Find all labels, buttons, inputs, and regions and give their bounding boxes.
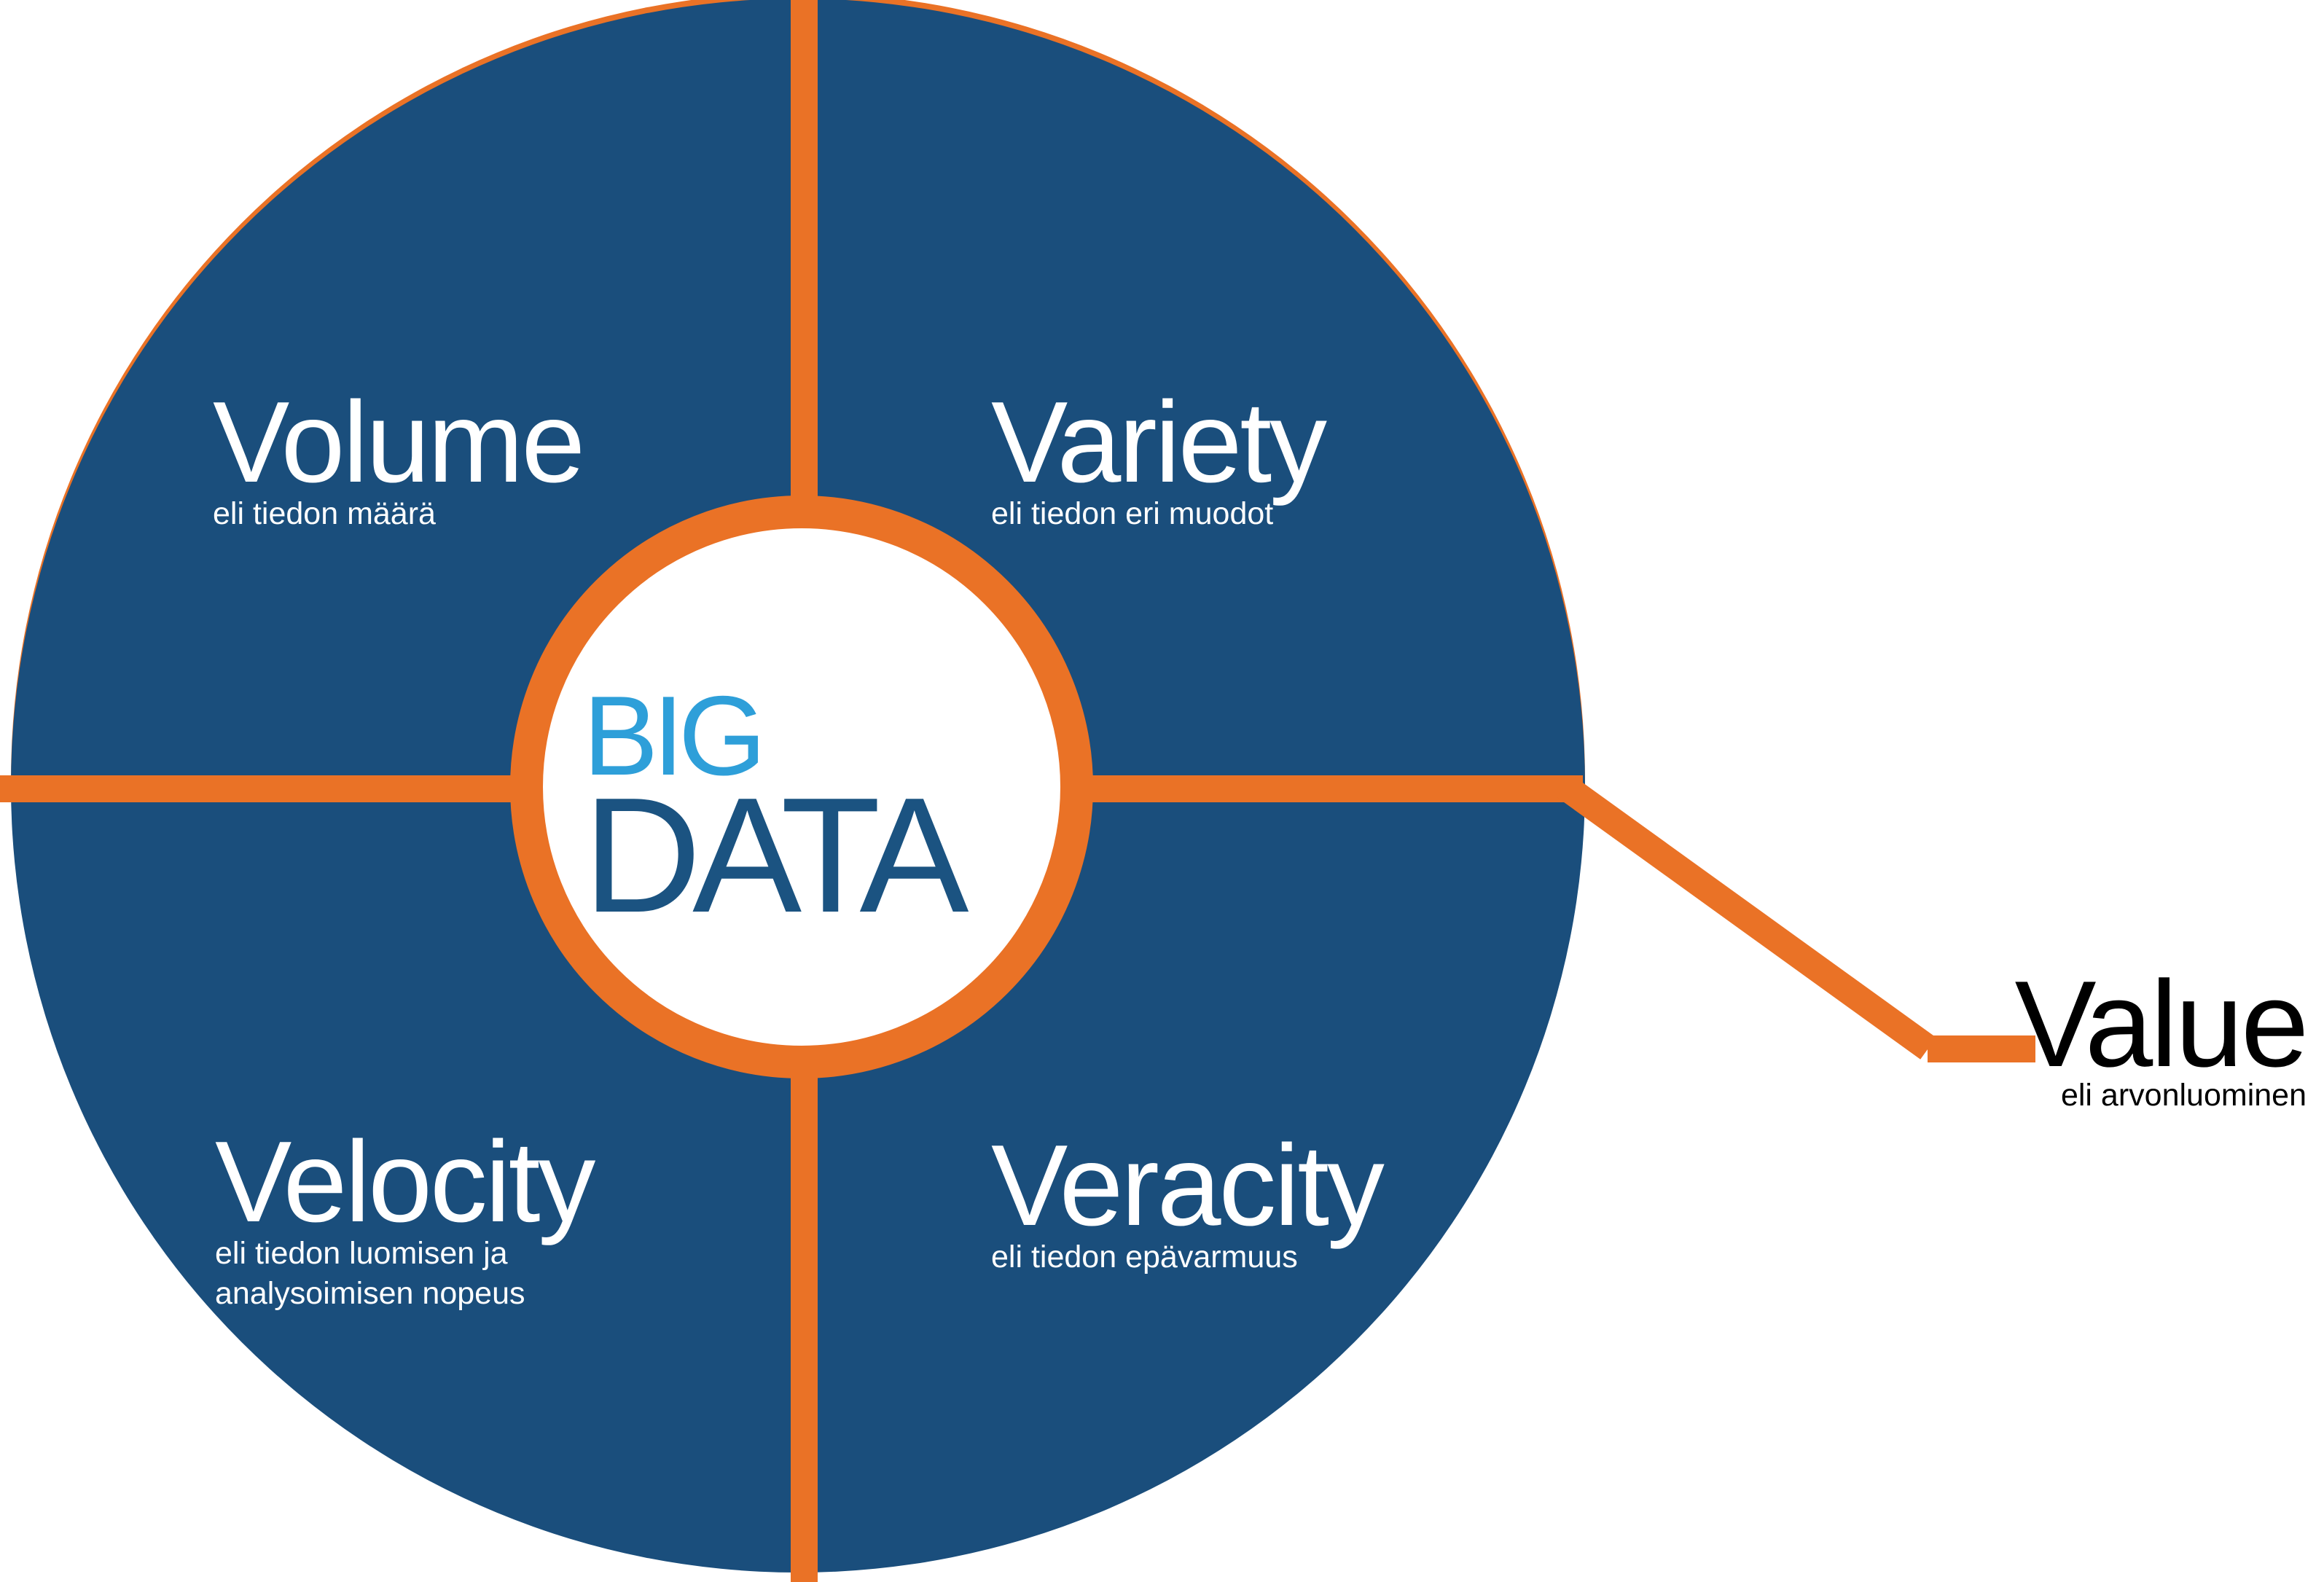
- quadrant-velocity: Velocity eli tiedon luomisen ja analysoi…: [215, 1118, 595, 1313]
- quadrant-volume-subtitle: eli tiedon määrä: [213, 496, 436, 531]
- quadrant-veracity-title: Veracity: [991, 1121, 1385, 1250]
- quadrant-velocity-subtitle-line1: eli tiedon luomisen ja: [215, 1236, 508, 1271]
- quadrant-veracity-subtitle: eli tiedon epävarmuus: [991, 1240, 1298, 1274]
- quadrant-variety-subtitle: eli tiedon eri muodot: [991, 496, 1274, 531]
- quadrant-velocity-title: Velocity: [215, 1118, 595, 1246]
- value-callout: Value eli arvonluominen: [2014, 955, 2309, 1116]
- callout-line-diagonal: [1557, 775, 1936, 1060]
- value-callout-subtitle: eli arvonluominen: [2060, 1078, 2307, 1113]
- quadrant-variety-title: Variety: [991, 378, 1327, 506]
- quadrant-variety: Variety eli tiedon eri muodot: [991, 378, 1327, 534]
- hub-label-data: DATA: [583, 763, 969, 947]
- quadrant-volume-title: Volume: [213, 378, 585, 506]
- callout-line-horizontal: [1928, 1035, 2035, 1062]
- quadrant-veracity: Veracity eli tiedon epävarmuus: [991, 1121, 1385, 1277]
- center-hub-label: BIG DATA: [583, 673, 969, 947]
- quadrant-velocity-subtitle-line2: analysoimisen nopeus: [215, 1275, 525, 1311]
- quadrant-volume: Volume eli tiedon määrä: [213, 378, 585, 534]
- value-callout-title: Value: [2014, 955, 2309, 1092]
- hub-label-big: BIG: [583, 673, 767, 799]
